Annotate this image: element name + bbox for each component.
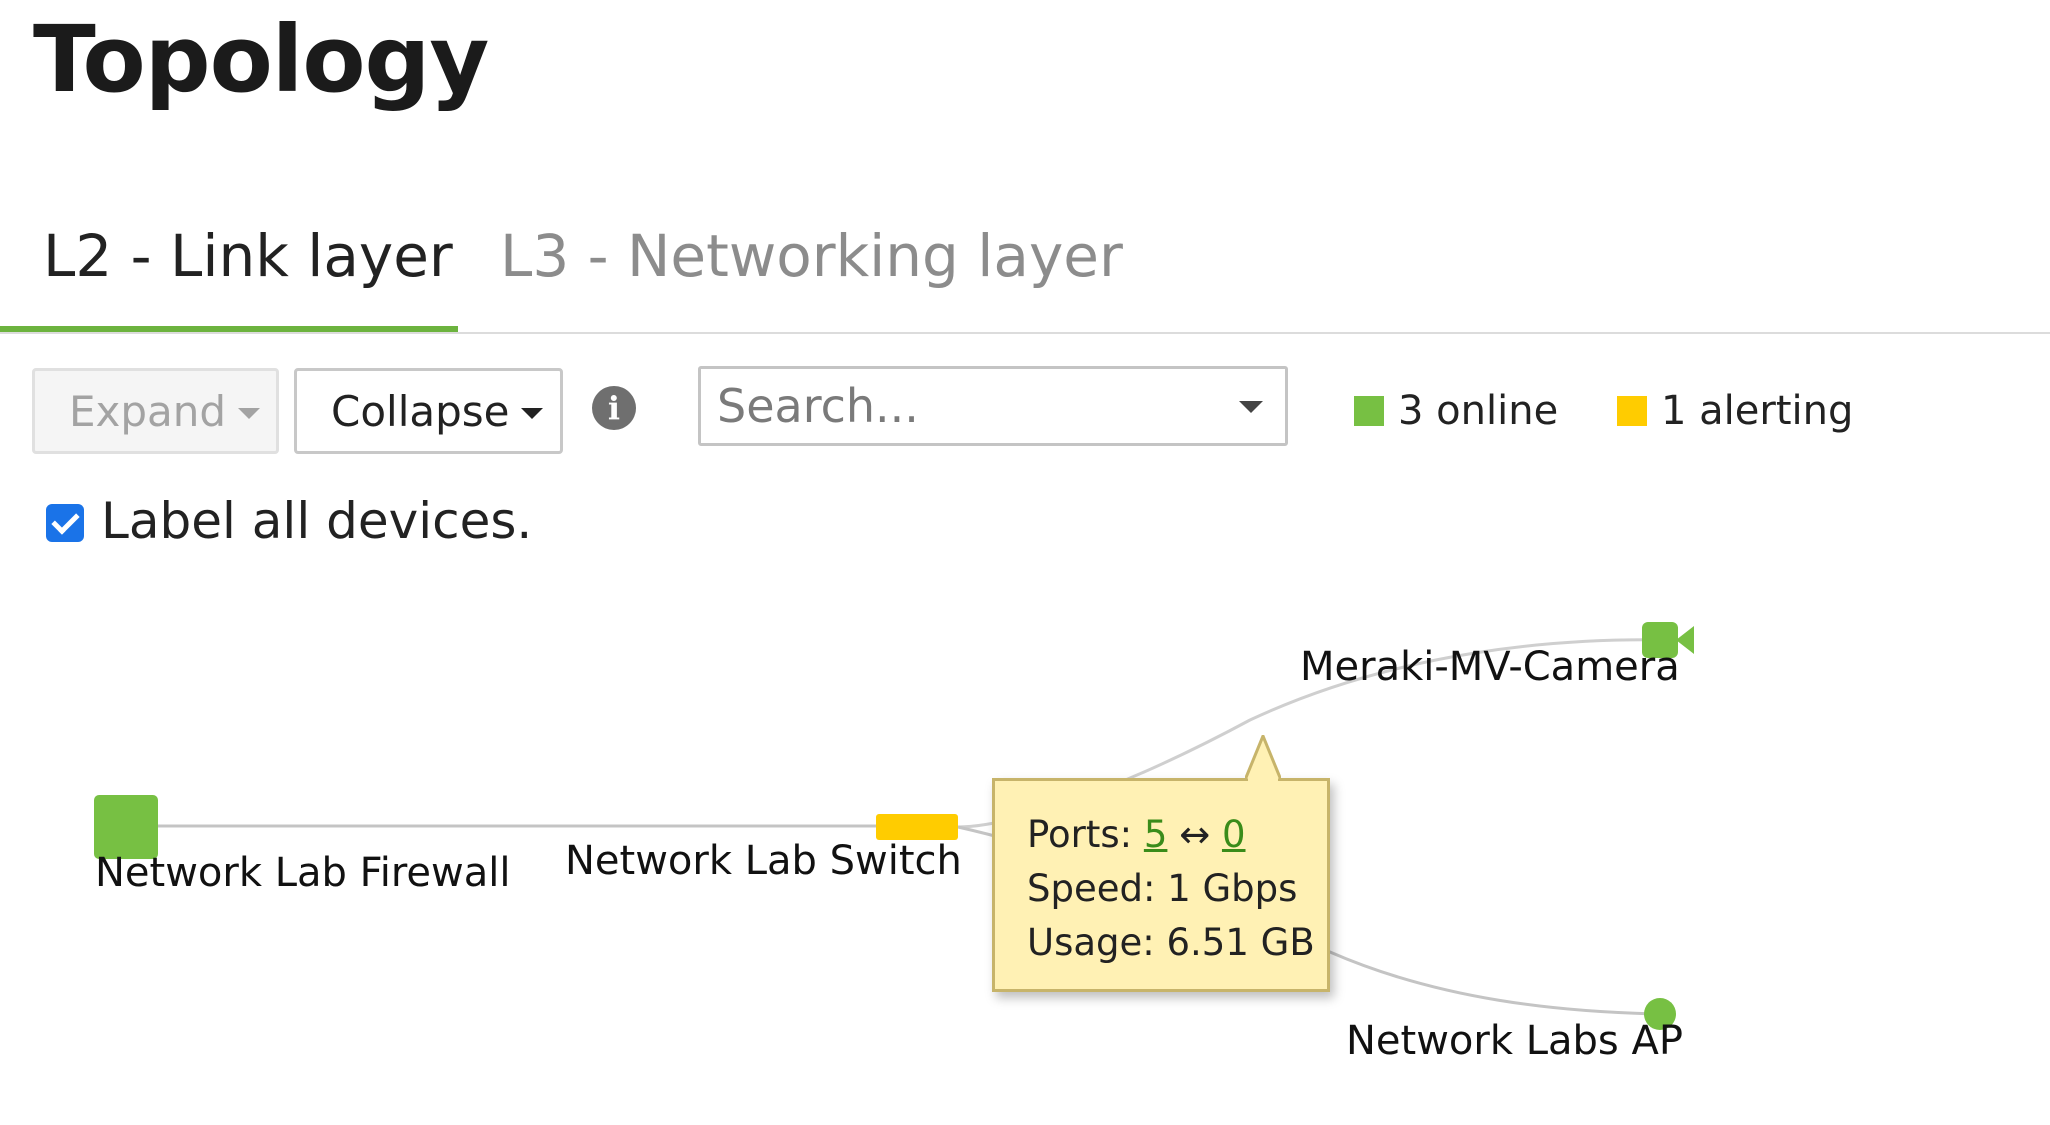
legend-alerting: 1 alerting (1617, 386, 1853, 436)
legend-online: 3 online (1354, 386, 1558, 436)
tab-l3-networking-layer[interactable]: L3 - Networking layer (500, 222, 1123, 290)
port-link-a[interactable]: 5 (1143, 813, 1168, 856)
tooltip-usage: Usage: 6.51 GB (1027, 921, 1315, 964)
tab-l2-link-layer[interactable]: L2 - Link layer (43, 222, 453, 290)
label-all-devices-label[interactable]: Label all devices. (101, 492, 533, 550)
dropdown-caret-icon[interactable] (1239, 401, 1263, 413)
label-all-devices-checkbox[interactable] (46, 504, 84, 542)
tooltip-speed: Speed: 1 Gbps (1027, 867, 1298, 910)
search-input[interactable] (717, 377, 1207, 435)
tooltip-ports-label: Ports: (1027, 813, 1133, 856)
collapse-button[interactable]: Collapse (294, 368, 563, 454)
page-title: Topology (33, 6, 489, 113)
firewall-node-icon[interactable] (94, 795, 158, 859)
camera-icon[interactable] (1642, 622, 1694, 658)
expand-button-label: Expand (69, 386, 227, 436)
node-label-firewall: Network Lab Firewall (95, 850, 511, 896)
active-tab-indicator (0, 326, 458, 332)
access-point-node-icon[interactable] (1644, 998, 1676, 1030)
switch-node-icon[interactable] (876, 814, 958, 840)
caret-down-icon (521, 407, 544, 419)
tooltip-pointer (1245, 735, 1281, 781)
node-label-switch: Network Lab Switch (565, 838, 962, 884)
node-label-ap: Network Labs AP (1346, 1018, 1683, 1064)
caret-down-icon (238, 407, 261, 419)
tabs-divider (0, 332, 2050, 334)
search-select[interactable] (698, 366, 1288, 446)
bidirectional-arrow-icon: ↔ (1179, 813, 1211, 856)
link-tooltip: Ports: 5 ↔ 0 Speed: 1 Gbps Usage: 6.51 G… (992, 778, 1330, 992)
online-swatch-icon (1354, 396, 1384, 426)
alerting-swatch-icon (1617, 396, 1647, 426)
port-link-b[interactable]: 0 (1221, 813, 1246, 856)
collapse-button-label: Collapse (331, 386, 510, 436)
node-label-camera: Meraki-MV-Camera (1300, 644, 1680, 690)
expand-button[interactable]: Expand (32, 368, 279, 454)
info-icon[interactable]: i (592, 386, 636, 430)
legend-online-label: 3 online (1398, 388, 1559, 434)
legend-alerting-label: 1 alerting (1661, 388, 1854, 434)
tooltip-ports-row: Ports: 5 ↔ 0 (1027, 813, 1246, 856)
